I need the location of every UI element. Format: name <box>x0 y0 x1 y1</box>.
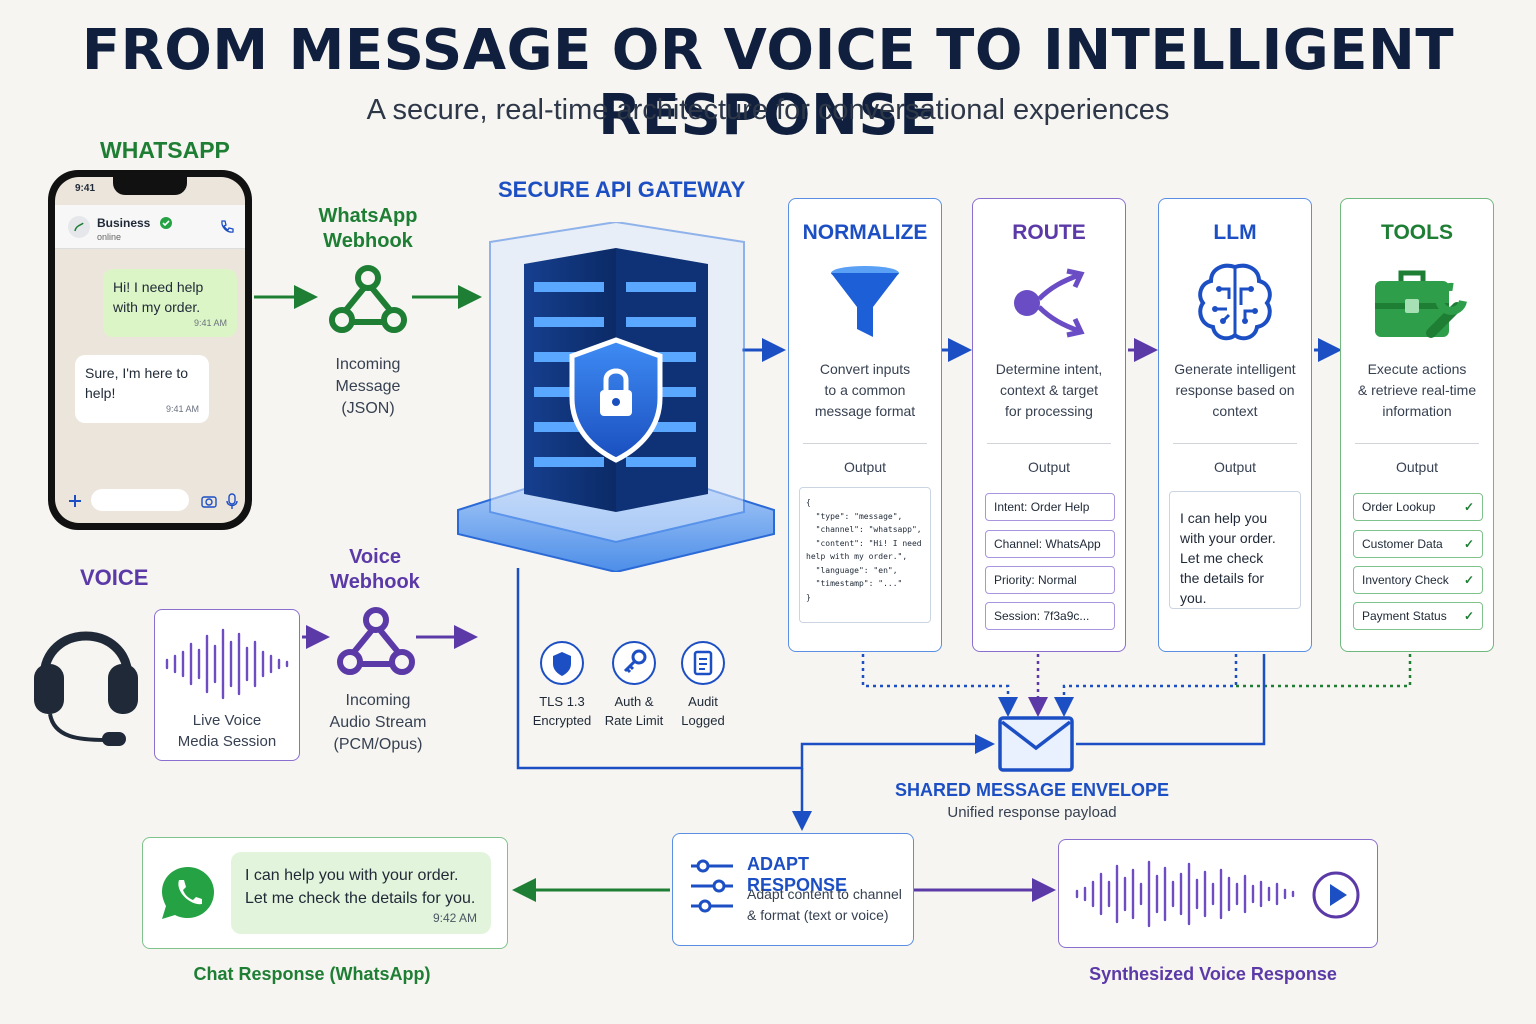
check-icon: ✓ <box>1463 500 1474 514</box>
tool-check-customer-data: Customer Data✓ <box>1353 530 1483 558</box>
gateway-server-icon <box>457 222 775 572</box>
whatsapp-icon <box>162 867 214 919</box>
check-icon: ✓ <box>1463 573 1474 587</box>
key-icon <box>612 641 656 685</box>
page-subtitle: A secure, real-time architecture for con… <box>366 94 1170 126</box>
gateway-title: SECURE API GATEWAY <box>498 177 746 202</box>
play-button-icon[interactable] <box>1311 870 1361 920</box>
envelope-title: SHARED MESSAGE ENVELOPE <box>894 780 1170 800</box>
adapt-title: ADAPT RESPONSE <box>747 854 848 895</box>
whatsapp-label: WHATSAPP <box>100 137 230 163</box>
tool-check-payment: Payment Status✓ <box>1353 602 1483 630</box>
phone-time: 9:41 <box>75 183 96 194</box>
avatar-icon <box>68 216 90 238</box>
sliders-icon <box>691 859 733 913</box>
check-icon: ✓ <box>1463 537 1474 551</box>
phone-mockup: 9:41 Business online Hi! I need help wit… <box>48 170 252 530</box>
camera-icon[interactable] <box>201 493 217 509</box>
page-title: FROM MESSAGE OR VOICE TO INTELLIGENT RES… <box>81 18 1455 148</box>
waveform-icon <box>1075 860 1295 928</box>
message-input[interactable] <box>91 489 189 511</box>
route-pill-intent: Intent: Order Help <box>985 493 1115 521</box>
session-line-2: Media Session <box>177 733 277 750</box>
stage-title: ROUTE <box>1012 221 1086 244</box>
voice-webhook-icon <box>337 607 415 675</box>
envelope-subtitle: Unified response payload <box>947 804 1117 821</box>
voice-response-card <box>1058 839 1378 948</box>
chat-response-caption: Chat Response (WhatsApp) <box>193 964 431 984</box>
voice-response-caption: Synthesized Voice Response <box>1089 964 1337 984</box>
message-incoming: Sure, I'm here to help! 9:41 AM <box>75 355 209 423</box>
output-label: Output <box>1213 459 1257 475</box>
stage-title: LLM <box>1213 221 1257 244</box>
feature-auth: Auth &Rate Limit <box>589 640 679 730</box>
adapt-desc: Adapt content to channel& format (text o… <box>747 886 902 923</box>
shield-icon <box>540 641 584 685</box>
brain-icon <box>1198 263 1272 341</box>
chat-response-time: 9:42 AM <box>432 911 477 925</box>
normalized-json: { "type": "message", "channel": "whatsap… <box>799 487 931 623</box>
chat-header: Business online <box>55 205 245 249</box>
toolbox-icon <box>1375 270 1467 338</box>
tool-check-order-lookup: Order Lookup✓ <box>1353 493 1483 521</box>
live-voice-session-card: Live Voice Media Session <box>154 609 300 761</box>
contact-status: online <box>97 232 122 242</box>
output-label: Output <box>843 459 887 475</box>
stage-tools: TOOLS Execute actions& retrieve real-tim… <box>1340 198 1494 652</box>
message-outgoing: Hi! I need help with my order. 9:41 AM <box>103 269 237 337</box>
waveform-icon <box>165 628 289 700</box>
route-pill-channel: Channel: WhatsApp <box>985 530 1115 558</box>
route-pill-session: Session: 7f3a9c... <box>985 602 1115 630</box>
plus-icon[interactable] <box>67 493 83 509</box>
chat-response-bubble: I can help you with your order. Let me c… <box>231 852 491 934</box>
whatsapp-webhook-icon <box>329 265 407 333</box>
verified-icon <box>160 217 172 229</box>
funnel-icon <box>831 266 899 337</box>
check-icon: ✓ <box>1463 609 1474 623</box>
route-icon <box>1014 268 1085 338</box>
voice-label: VOICE <box>80 565 149 590</box>
adapt-response-card: ADAPT RESPONSE Adapt content to channel&… <box>672 833 914 946</box>
contact-name: Business <box>97 216 151 230</box>
output-label: Output <box>1027 459 1071 475</box>
envelope-icon <box>998 716 1074 772</box>
chat-response-card: I can help you with your order. Let me c… <box>142 837 508 949</box>
stage-title: NORMALIZE <box>802 221 928 244</box>
route-pill-priority: Priority: Normal <box>985 566 1115 594</box>
document-icon <box>681 641 725 685</box>
tool-check-inventory: Inventory Check✓ <box>1353 566 1483 594</box>
mic-icon[interactable] <box>225 493 239 509</box>
headset-icon <box>34 631 138 746</box>
session-line-1: Live Voice <box>192 712 262 729</box>
output-label: Output <box>1395 459 1439 475</box>
phone-call-icon[interactable] <box>219 219 235 235</box>
stage-title: TOOLS <box>1381 221 1453 244</box>
